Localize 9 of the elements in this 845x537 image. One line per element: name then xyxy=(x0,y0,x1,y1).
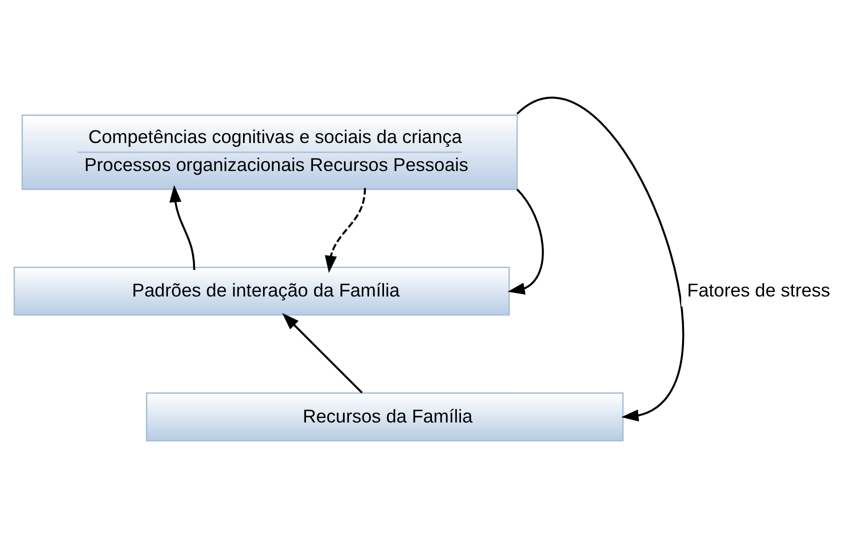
arrow xyxy=(508,188,544,294)
arrow xyxy=(324,187,366,272)
arrow xyxy=(282,312,363,393)
arrow xyxy=(516,97,684,421)
node-box: Padrões de interação da Família xyxy=(14,266,510,316)
node-box: Recursos da Família xyxy=(146,392,624,441)
node-box: Competências cognitivas e sociais da criança Processos organizacionais Recursos Pessoais xyxy=(22,114,518,190)
edge-label: Fatores de stress xyxy=(687,279,830,300)
arrow xyxy=(169,184,196,270)
